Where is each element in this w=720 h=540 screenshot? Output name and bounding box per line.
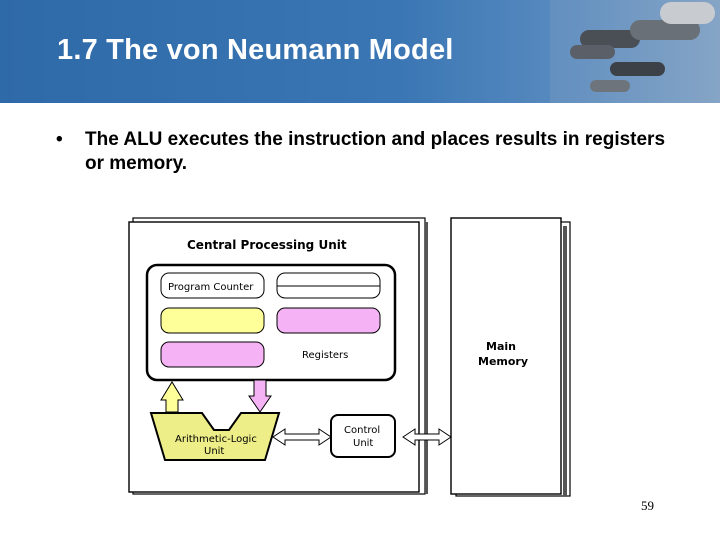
register: [160, 307, 265, 334]
bullet-marker: •: [56, 129, 63, 150]
register: [160, 341, 265, 368]
control-unit: [330, 414, 396, 458]
slide-header: 1.7 The von Neumann Model: [0, 0, 720, 103]
control-unit-label-line2: Unit: [353, 438, 373, 449]
bullet-text: The ALU executes the instruction and pla…: [85, 129, 666, 174]
main-memory-box: [450, 217, 562, 495]
registers-label: Registers: [302, 350, 348, 361]
alu-label-line2: Unit: [204, 446, 224, 457]
register: [276, 307, 381, 334]
slide-title: 1.7 The von Neumann Model: [57, 34, 454, 66]
arrow-to-alu: [248, 379, 272, 413]
arrow-to-registers: [160, 381, 184, 413]
main-memory-label-line2: Memory: [478, 355, 528, 368]
page-number: 59: [641, 498, 654, 513]
alu-shape: [149, 412, 281, 461]
main-memory-label-line1: Main: [486, 340, 516, 353]
program-counter-label: Program Counter: [168, 282, 254, 293]
control-unit-label-line1: Control: [344, 425, 380, 436]
cpu-label: Central Processing Unit: [187, 238, 347, 252]
header-decoration-image: [550, 0, 720, 103]
program-counter-register: [160, 272, 265, 299]
von-neumann-diagram: Central Processing Unit Program Counter …: [125, 210, 573, 500]
alu-label-line1: Arithmetic-Logic: [175, 434, 257, 445]
